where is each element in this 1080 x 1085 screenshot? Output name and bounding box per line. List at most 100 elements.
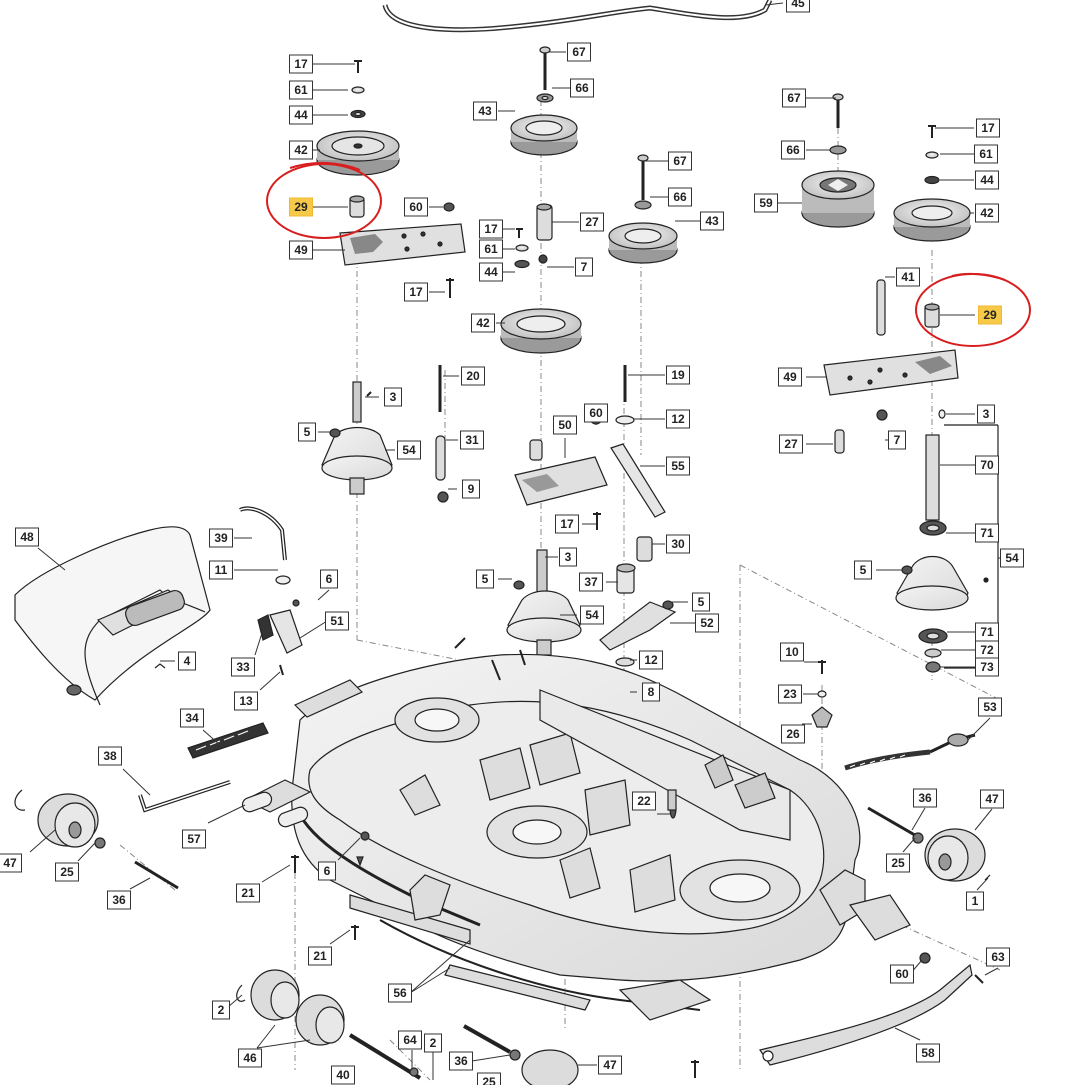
left-spindle-housing: [321, 381, 393, 495]
callout-label: 36: [918, 791, 932, 805]
callout-57: 57: [182, 829, 206, 849]
callout-box: [575, 257, 593, 277]
callout-27: 27: [580, 212, 604, 232]
callout-41: 41: [896, 267, 920, 287]
callout-8: 8: [642, 682, 660, 702]
callout-64: 64: [398, 1030, 422, 1050]
callout-60: 60: [890, 964, 914, 984]
callout-label: 43: [705, 214, 719, 228]
callout-box: [559, 547, 577, 567]
callout-27: 27: [779, 434, 803, 454]
callout-67: 67: [567, 42, 591, 62]
callout-box: [460, 430, 484, 450]
anti-scalp-arms: [298, 814, 591, 1011]
callout-label: 71: [980, 526, 994, 540]
callout-label: 54: [402, 443, 416, 457]
right-spindle-hardware: [801, 93, 999, 673]
callout-label: 47: [3, 856, 17, 870]
callout-label: 22: [637, 794, 651, 808]
callout-19: 19: [666, 365, 690, 385]
callout-21: 21: [236, 883, 260, 903]
callout-box: [180, 708, 204, 728]
callout-box: [913, 788, 937, 808]
callout-44: 44: [479, 262, 503, 282]
callout-label: 47: [985, 792, 999, 806]
callout-45: 45: [786, 0, 810, 13]
callout-box: [778, 684, 802, 704]
callout-66: 66: [570, 78, 594, 98]
callout-label: 61: [294, 83, 308, 97]
callout-label: 6: [326, 572, 333, 586]
callout-25: 25: [886, 853, 910, 873]
callout-label: 29: [294, 200, 308, 214]
callout-29: 29: [978, 305, 1002, 325]
callout-box: [978, 305, 1002, 325]
callout-label: 64: [403, 1033, 417, 1047]
callout-17: 17: [404, 282, 428, 302]
callout-box: [388, 983, 412, 1003]
callout-box: [209, 528, 233, 548]
callout-label: 17: [484, 222, 498, 236]
callout-box: [975, 523, 999, 543]
callout-box: [666, 365, 690, 385]
callout-label: 60: [895, 967, 909, 981]
callout-box: [236, 883, 260, 903]
callout-box: [331, 1065, 355, 1085]
callout-box: [178, 651, 196, 671]
callout-label: 44: [484, 265, 498, 279]
callout-box: [404, 282, 428, 302]
callout-36: 36: [913, 788, 937, 808]
callout-box: [632, 791, 656, 811]
callout-12: 12: [666, 409, 690, 429]
callout-42: 42: [975, 203, 999, 223]
callout-52: 52: [695, 613, 719, 633]
callout-label: 56: [393, 986, 407, 1000]
highlight-circle-left: [266, 163, 382, 239]
callout-box: [778, 367, 802, 387]
callout-box: [782, 88, 806, 108]
callout-43: 43: [700, 211, 724, 231]
callout-label: 5: [482, 572, 489, 586]
callout-30: 30: [666, 534, 690, 554]
callout-box: [461, 366, 485, 386]
callout-49: 49: [289, 240, 313, 260]
callout-label: 55: [671, 459, 685, 473]
callout-48: 48: [15, 527, 39, 547]
callout-box: [976, 118, 1000, 138]
callout-42: 42: [471, 313, 495, 333]
callout-label: 19: [671, 368, 685, 382]
callout-box: [966, 891, 984, 911]
callout-2: 2: [424, 1033, 442, 1053]
callout-5: 5: [692, 592, 710, 612]
callout-box: [471, 313, 495, 333]
callout-label: 37: [584, 575, 598, 589]
callout-box: [98, 746, 122, 766]
callout-61: 61: [289, 80, 313, 100]
callout-label: 21: [241, 886, 255, 900]
callout-label: 60: [589, 406, 603, 420]
callout-box: [473, 101, 497, 121]
callout-47: 47: [0, 853, 22, 873]
callout-60: 60: [404, 197, 428, 217]
callout-17: 17: [555, 514, 579, 534]
callout-label: 44: [294, 108, 308, 122]
callout-label: 66: [786, 143, 800, 157]
callout-box: [325, 611, 349, 631]
callout-box: [974, 144, 998, 164]
callout-box: [318, 861, 336, 881]
callout-44: 44: [289, 105, 313, 125]
callout-21: 21: [308, 946, 332, 966]
callout-label: 72: [980, 643, 994, 657]
callout-51: 51: [325, 611, 349, 631]
callout-label: 67: [572, 45, 586, 59]
callout-label: 3: [983, 407, 990, 421]
callout-3: 3: [977, 404, 995, 424]
callout-44: 44: [975, 170, 999, 190]
callout-box: [580, 212, 604, 232]
callout-box: [479, 262, 503, 282]
callout-label: 50: [558, 418, 572, 432]
callout-box: [916, 1043, 940, 1063]
callout-box: [238, 1048, 262, 1068]
callout-box: [975, 657, 999, 677]
callout-label: 46: [243, 1051, 257, 1065]
